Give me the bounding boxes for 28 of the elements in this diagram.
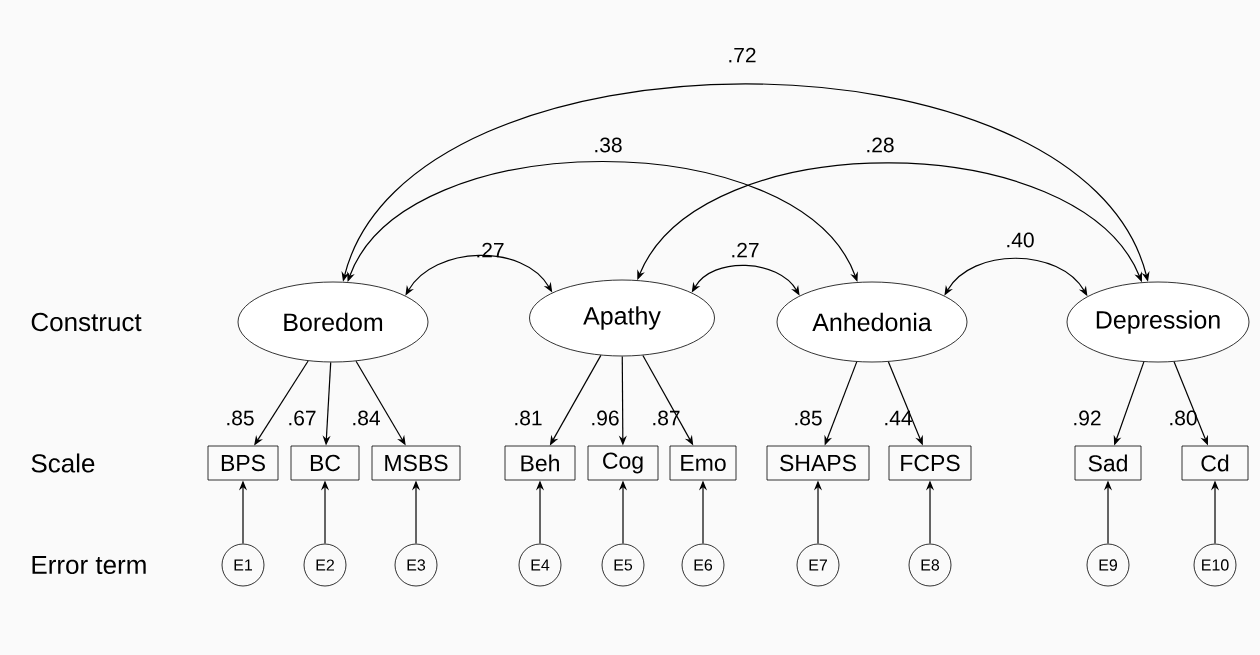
scale-box: Sad — [1074, 445, 1142, 481]
edge-label: .84 — [353, 410, 380, 426]
edge-label: .44 — [885, 410, 912, 426]
edge-label: .96 — [592, 410, 619, 426]
edge-label: .85 — [227, 410, 254, 426]
row-label: Scale — [31, 453, 95, 473]
edge-label: .81 — [515, 410, 542, 426]
edge-label: .80 — [1170, 410, 1197, 426]
scale-box: FCPS — [888, 445, 972, 481]
row-label: Error term — [32, 555, 146, 575]
row-label: Construct — [31, 312, 142, 332]
scale-box: BC — [290, 445, 360, 481]
edge-label: .92 — [1074, 410, 1101, 426]
edge-label: .85 — [795, 410, 822, 426]
scale-box: Emo — [669, 445, 737, 481]
scale-box: Cd — [1181, 445, 1249, 481]
edge-label: .72 — [729, 47, 756, 63]
scale-box: Cog — [587, 445, 659, 481]
edge-label: .40 — [1007, 232, 1034, 248]
scale-box: SHAPS — [766, 445, 870, 481]
edge-label: .67 — [289, 410, 316, 426]
edge-label: .38 — [595, 137, 622, 153]
scale-box: BPS — [207, 445, 279, 481]
scale-box: MSBS — [371, 445, 461, 481]
edge-label: .87 — [653, 410, 680, 426]
edge-label: .28 — [867, 137, 894, 153]
scale-box: Beh — [504, 445, 576, 481]
edge-label: .27 — [732, 242, 759, 258]
